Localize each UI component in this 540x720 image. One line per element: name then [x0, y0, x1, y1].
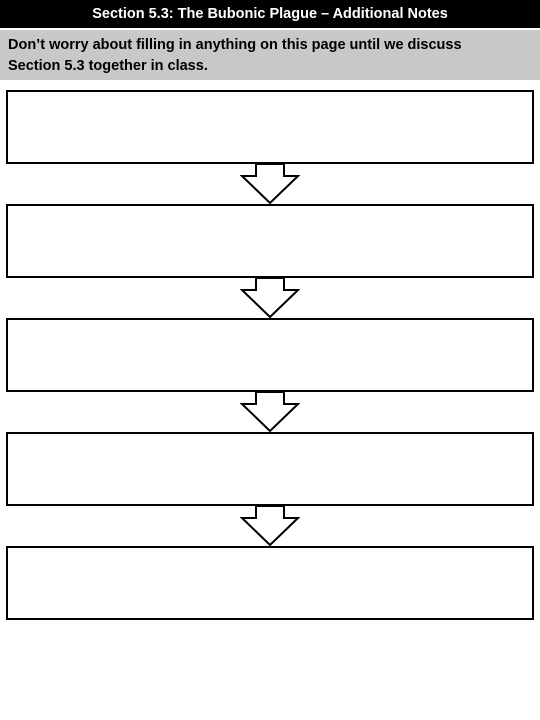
instructions-banner: Don’t worry about filling in anything on… — [0, 30, 540, 80]
flow-box-1[interactable] — [6, 90, 534, 164]
instructions-line-2: Section 5.3 together in class. — [8, 58, 208, 74]
page-title: Section 5.3: The Bubonic Plague – Additi… — [0, 0, 540, 28]
down-arrow-icon — [240, 164, 300, 204]
flow-box-5[interactable] — [6, 546, 534, 620]
down-arrow-icon — [240, 506, 300, 546]
down-arrow-icon — [240, 392, 300, 432]
down-arrow-icon — [240, 278, 300, 318]
flow-box-4[interactable] — [6, 432, 534, 506]
flow-box-2[interactable] — [6, 204, 534, 278]
flow-box-3[interactable] — [6, 318, 534, 392]
instructions-line-1: Don’t worry about filling in anything on… — [8, 37, 462, 53]
